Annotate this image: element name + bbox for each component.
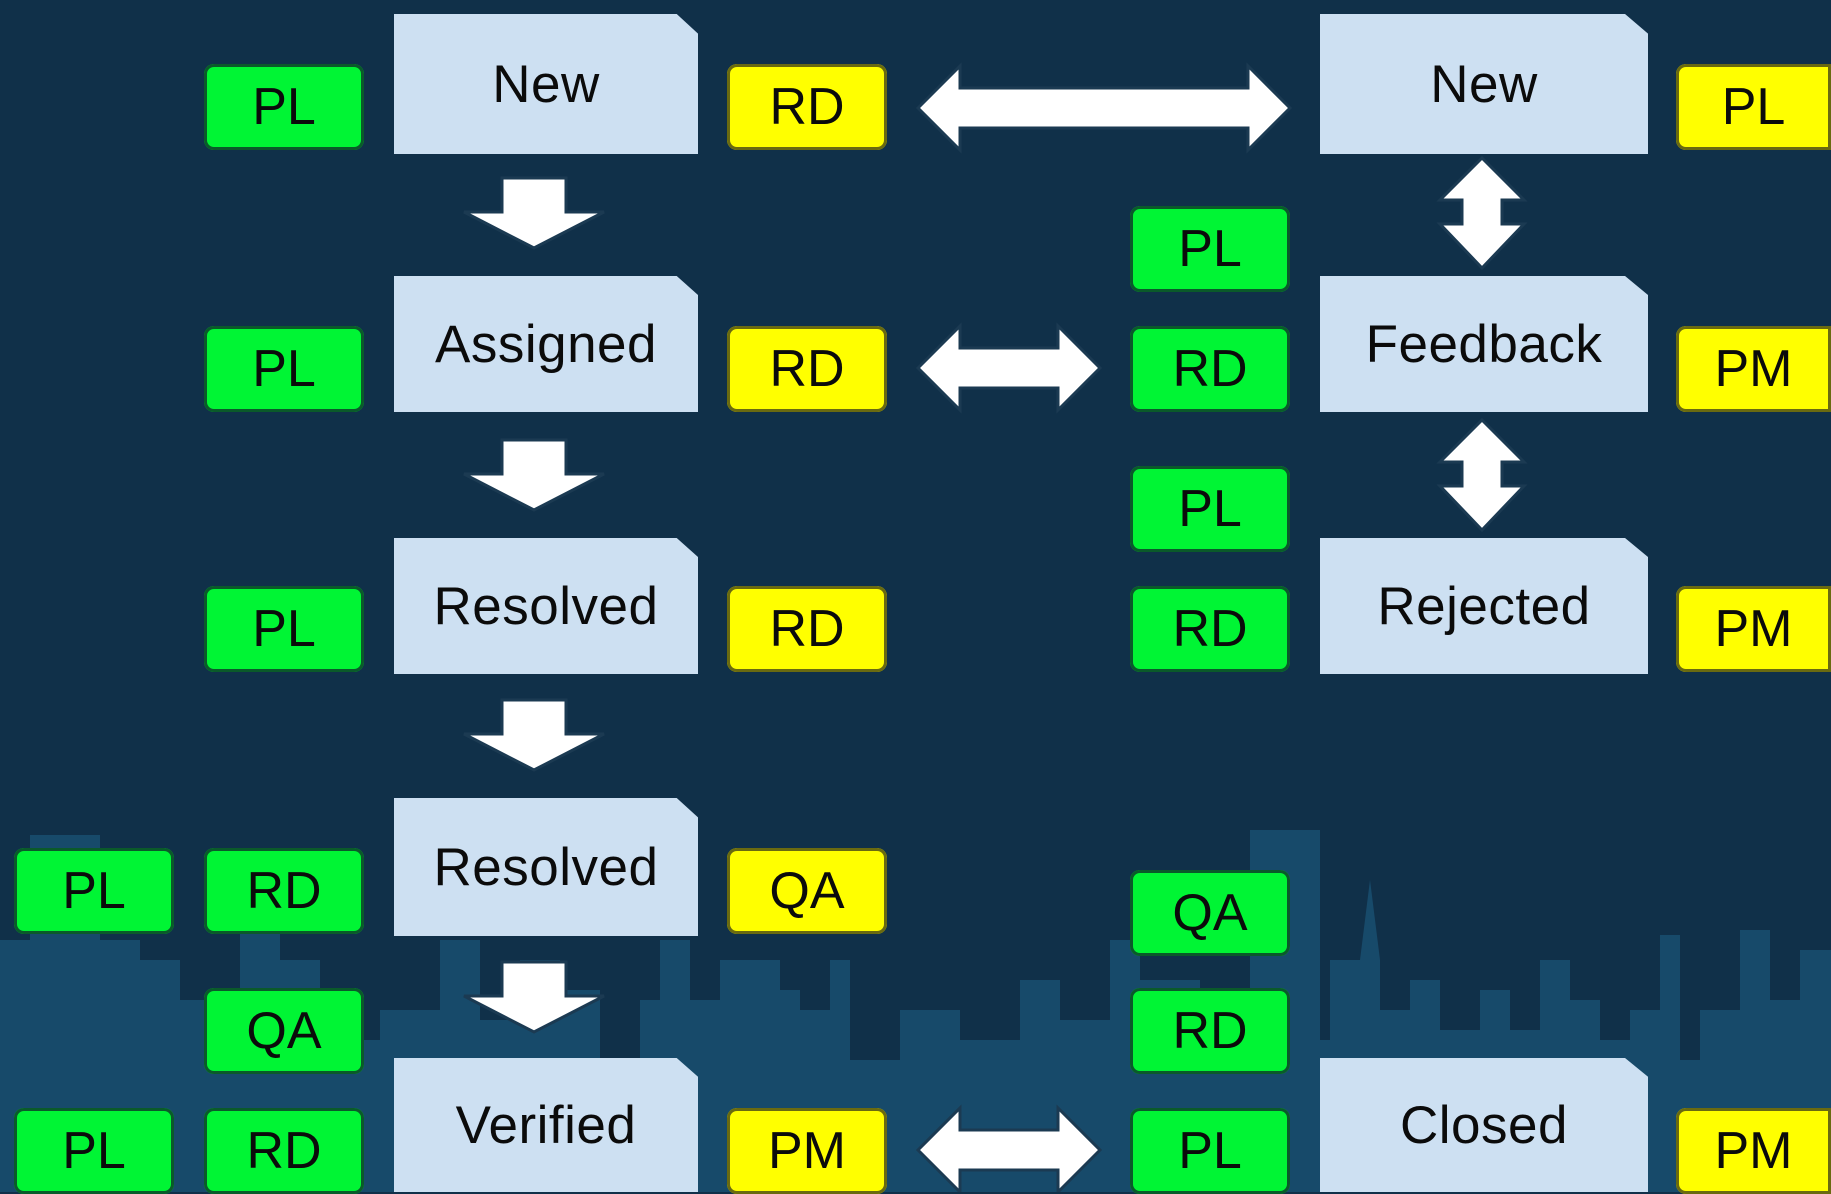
tag-closed-qa: QA (1130, 870, 1290, 956)
tag-verified-pl: PL (14, 1108, 174, 1194)
tag-rejected-rd: RD (1130, 586, 1290, 672)
tag-new-right-pl: PL (1676, 64, 1831, 150)
state-verified: Verified (394, 1058, 698, 1192)
tag-feedback-rd: RD (1130, 326, 1290, 412)
state-resolved-1: Resolved (394, 538, 698, 674)
tag-feedback-pl: PL (1130, 206, 1290, 292)
tag-resolved1-rd: RD (727, 586, 887, 672)
tag-assigned-rd: RD (727, 326, 887, 412)
tag-closed-pm: PM (1676, 1108, 1831, 1194)
state-feedback: Feedback (1320, 276, 1648, 412)
tag-closed-rd: RD (1130, 988, 1290, 1074)
tag-resolved2-pl: PL (14, 848, 174, 934)
tag-rejected-pm: PM (1676, 586, 1831, 672)
tag-resolved1-pl: PL (204, 586, 364, 672)
tag-feedback-pm: PM (1676, 326, 1831, 412)
state-new-right: New (1320, 14, 1648, 154)
tag-verified-pm: PM (727, 1108, 887, 1194)
state-new-left: New (394, 14, 698, 154)
tag-closed-pl: PL (1130, 1108, 1290, 1194)
tag-resolved2-qa: QA (727, 848, 887, 934)
tag-assigned-pl: PL (204, 326, 364, 412)
state-assigned: Assigned (394, 276, 698, 412)
tag-verified-qa: QA (204, 988, 364, 1074)
tag-new-left-pl: PL (204, 64, 364, 150)
state-rejected: Rejected (1320, 538, 1648, 674)
state-resolved-2: Resolved (394, 798, 698, 936)
tag-verified-rd: RD (204, 1108, 364, 1194)
tag-rejected-pl: PL (1130, 466, 1290, 552)
tag-new-left-rd: RD (727, 64, 887, 150)
tag-resolved2-rd: RD (204, 848, 364, 934)
state-closed: Closed (1320, 1058, 1648, 1192)
